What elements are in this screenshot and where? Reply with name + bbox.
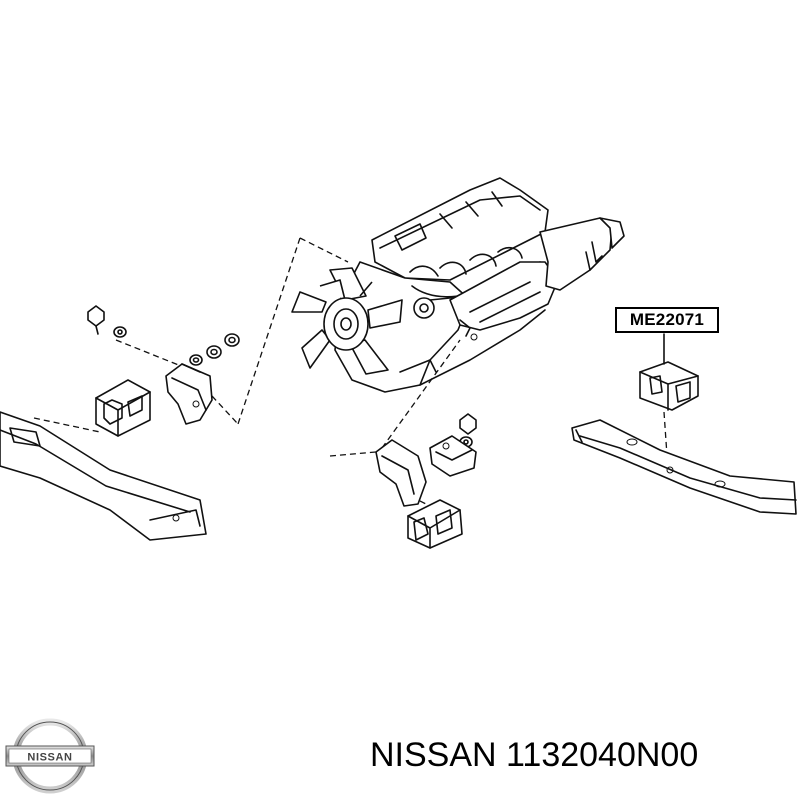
nissan-logo-icon: NISSAN <box>5 718 95 794</box>
rear-mount-insulator <box>639 333 699 411</box>
center-insulator-mount <box>407 499 463 549</box>
left-engine-bracket <box>165 363 213 425</box>
brand-part-number: NISSAN 1132040N00 <box>370 736 699 774</box>
part-number-callout: ME22071 <box>615 307 719 333</box>
rear-crossmember <box>571 419 797 515</box>
engine-block-drawing <box>334 177 625 393</box>
cooling-fan-drawing <box>291 267 403 375</box>
nissan-logo-text: NISSAN <box>27 752 72 764</box>
left-mount-hardware <box>87 305 240 366</box>
left-crossmember <box>0 411 207 541</box>
left-insulator-mount <box>95 379 151 437</box>
right-engine-bracket <box>375 435 477 507</box>
part-number-label: ME22071 <box>629 310 705 329</box>
